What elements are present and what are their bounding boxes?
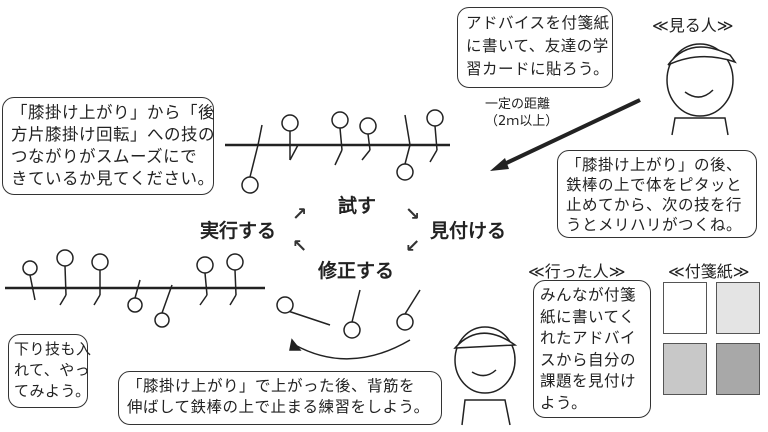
bubble-line: 止めてから、次の技を行 bbox=[566, 196, 743, 214]
observer-person bbox=[666, 43, 737, 136]
bubble-line: 「膝掛け上がり」の後、 bbox=[566, 156, 743, 174]
arrow-down-left-icon: ↙ bbox=[405, 236, 421, 257]
distance-arrow bbox=[499, 98, 641, 168]
sticky-note-light-gray bbox=[716, 282, 760, 334]
bubble-line: 伸ばして鉄棒の上で止まる練習をしよう。 bbox=[127, 398, 430, 416]
sticky-note-gray bbox=[663, 343, 707, 395]
arrow-up-left-icon: ↖ bbox=[292, 236, 308, 257]
distance-line: （2ｍ以上） bbox=[485, 114, 559, 129]
cycle-find: 見付ける bbox=[430, 220, 507, 242]
bubble-line: に書いて、友達の学 bbox=[466, 37, 609, 55]
bubble-line: 課題を見付け bbox=[540, 372, 637, 390]
gymnasts-top bbox=[241, 109, 444, 194]
bubble-line: スから自分の bbox=[540, 350, 637, 369]
gymnasts-bottom bbox=[22, 249, 244, 328]
bubble-line: 「膝掛け上がり」で上がった後、背筋を bbox=[127, 377, 416, 395]
sticky-note-dark-gray bbox=[716, 343, 760, 395]
performer-title: ≪行った人≫ bbox=[528, 262, 626, 281]
bubble-line: みんなが付箋 bbox=[540, 286, 637, 304]
bubble-line: 下り技も入 bbox=[14, 340, 92, 358]
distance-line: 一定の距離 bbox=[485, 97, 551, 112]
distance-arrowhead bbox=[490, 158, 509, 171]
bubble-line: うとメリハリがつくね。 bbox=[566, 216, 743, 234]
bubble-line: れて、やっ bbox=[14, 361, 91, 379]
request-speech-bubble: 「膝掛け上がり」から「後 方片膝掛け回転」への技の つながりがスムーズにで きて… bbox=[2, 97, 215, 195]
bubble-line: アドバイスを付箋紙 bbox=[466, 14, 610, 32]
bubble-line: れたアドバイ bbox=[540, 329, 637, 347]
arrow-down-right-icon: ↘ bbox=[405, 204, 421, 225]
performer-person bbox=[453, 326, 518, 426]
distance-label: 一定の距離 （2ｍ以上） bbox=[485, 96, 558, 130]
cycle-fix: 修正する bbox=[318, 260, 395, 282]
bubble-line: 習カードに貼ろう。 bbox=[466, 60, 610, 78]
bubble-line: きているか見てください。 bbox=[11, 169, 215, 188]
cycle-try: 試す bbox=[338, 195, 377, 217]
advice-speech-bubble: 「膝掛け上がり」の後、 鉄棒の上で体をピタッと 止めてから、次の技を行 うとメリ… bbox=[557, 150, 757, 238]
arrow-up-right-icon: ↗ bbox=[292, 204, 308, 225]
performer-speech-bubble: みんなが付箋 紙に書いてく れたアドバイ スから自分の 課題を見付け よう。 bbox=[533, 280, 651, 418]
bubble-line: つながりがスムーズにで bbox=[11, 147, 198, 166]
bubble-line: 紙に書いてく bbox=[540, 307, 636, 326]
cycle-execute: 実行する bbox=[200, 220, 277, 242]
bubble-line: 鉄棒の上で体をピタッと bbox=[566, 176, 743, 194]
observer-title: ≪見る人≫ bbox=[652, 16, 734, 35]
practice-speech-bubble: 「膝掛け上がり」で上がった後、背筋を 伸ばして鉄棒の上で止まる練習をしよう。 bbox=[118, 371, 442, 425]
bubble-line: よう。 bbox=[540, 393, 588, 412]
bubble-line: てみよう。 bbox=[14, 382, 91, 400]
dismount-speech-bubble: 下り技も入 れて、やっ てみよう。 bbox=[8, 334, 92, 408]
bubble-line: 「膝掛け上がり」から「後 bbox=[11, 103, 215, 122]
observer-speech-bubble: アドバイスを付箋紙 に書いて、友達の学 習カードに貼ろう。 bbox=[457, 7, 613, 88]
sticky-note-white bbox=[663, 282, 707, 334]
gymnasts-practice bbox=[276, 289, 421, 360]
sticky-notes-title: ≪付箋紙≫ bbox=[668, 262, 750, 281]
bubble-line: 方片膝掛け回転」への技の bbox=[11, 125, 215, 144]
